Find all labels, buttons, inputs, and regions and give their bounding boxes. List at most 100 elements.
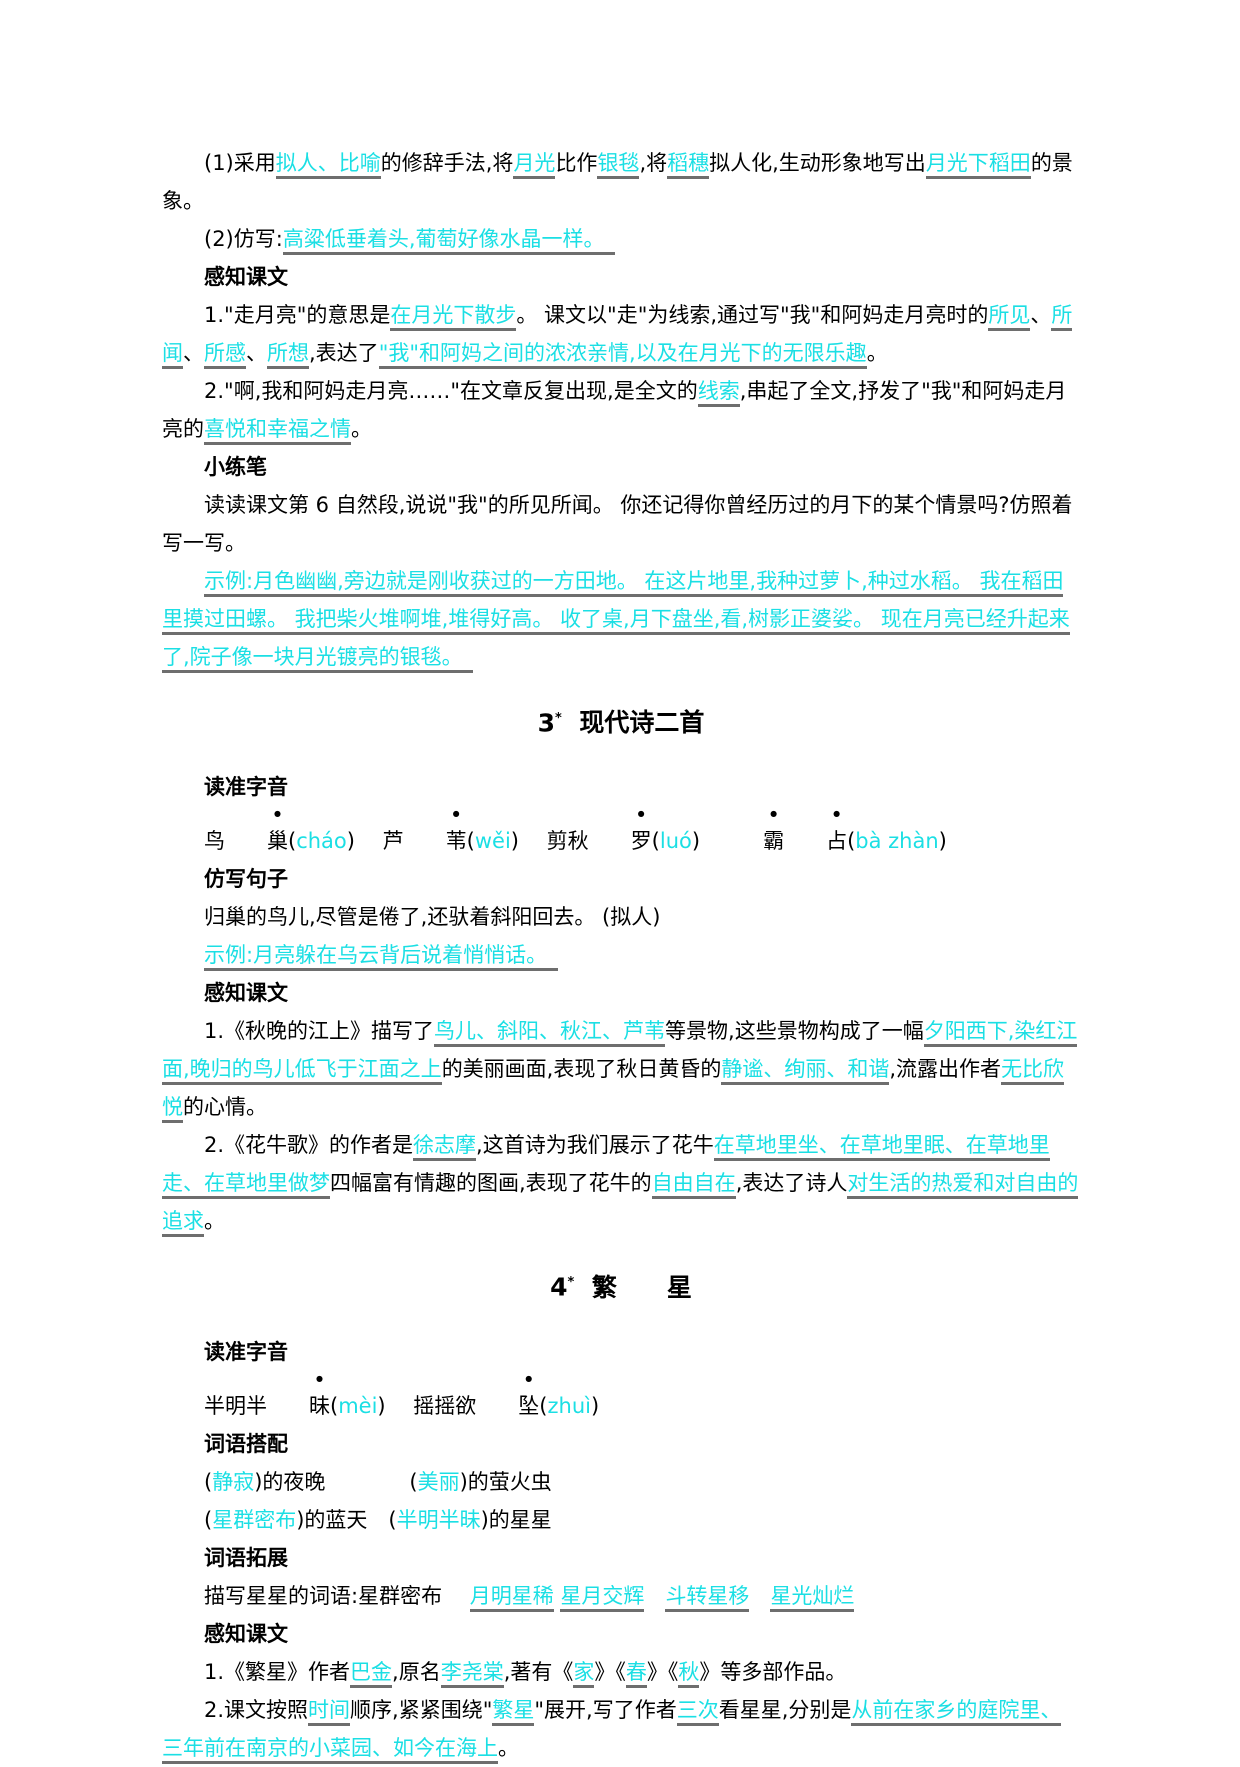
body-text: 半明半 [204,1393,267,1418]
body-text: ( [539,1393,548,1418]
body-text: ,串起了全文,抒发了"我"和阿妈走月亮的 [162,379,1067,441]
body-text: ,表达了 [309,341,379,365]
dotted-word: 霸占 [721,829,847,853]
answer-blank: 鸟儿、斜阳、秋江、芦苇 [434,1019,666,1048]
body-text: ) 芦 [346,829,404,854]
answer-blank: 高粱低垂着头,葡萄好像水晶一样。 [282,227,616,255]
section-heading: 读准字音 [204,775,288,800]
body-text: ( [847,829,856,854]
lesson-number: 3 [537,708,556,738]
body-text: ,将 [639,151,668,175]
body-text: 。 [351,417,372,441]
section-heading: 感知课文 [204,265,288,289]
answer-blank: 时间 [308,1697,351,1726]
document-body: (1)采用拟人、比喻的修辞手法,将月光比作银毯,将稻穗拟人化,生动形象地写出月光… [162,144,1080,1767]
answer-blank: 线索 [697,379,740,407]
body-text: ) [938,829,947,854]
lesson-title: 4*繁 星 [162,1262,1080,1308]
body-text: 比作 [555,151,598,175]
paragraph: 2.《花牛歌》的作者是徐志摩,这首诗为我们展示了花牛在草地里坐、在草地里眠、在草… [162,1126,1080,1240]
answer-blank: 静谧、绚丽、和谐 [721,1057,890,1086]
body-text: ,这首诗为我们展示了花牛 [476,1133,714,1158]
answer-blank: 星光灿烂 [770,1583,855,1612]
body-text: 顺序,紧紧围绕" [350,1697,493,1722]
answer-text: 星群密布 [212,1507,297,1532]
answer-blank: 月光 [513,151,556,179]
answer-blank: 所闻 [162,303,1073,369]
answer-text: wěi [474,829,511,854]
answer-text: 美丽 [417,1469,460,1494]
document-page: (1)采用拟人、比喻的修辞手法,将月光比作银毯,将稻穗拟人化,生动形象地写出月光… [162,144,1080,1767]
body-text: 的景象。 [162,151,1073,213]
lesson-title-text: 繁 星 [591,1272,692,1302]
answer-text: cháo [296,829,347,854]
lesson-number: 4 [550,1272,568,1302]
paragraph: 半明半昧(mèi) 摇摇欲坠(zhuì) [162,1371,1080,1425]
body-text: 描写星星的词语:星群密布 [204,1583,470,1608]
body-text: 拟人化,生动形象地写出 [709,151,926,175]
body-text: ,著有《 [503,1659,574,1684]
body-text: ( [204,1469,213,1494]
body-text: )的萤火虫 [459,1469,552,1494]
paragraph: 1."走月亮"的意思是在月光下散步。 课文以"走"为线索,通过写"我"和阿妈走月… [162,296,1080,372]
body-text: 等景物,这些景物构成了一幅 [665,1019,924,1044]
answer-blank: 春 [625,1659,647,1688]
dotted-char: 占 [784,822,847,860]
dotted-word: 苇 [404,829,467,853]
answer-blank: 繁星 [492,1697,535,1726]
answer-blank: 徐志摩 [413,1133,477,1162]
body-text: 、 [246,341,267,365]
body-text: ,表达了诗人 [735,1171,848,1196]
paragraph: 示例:月色幽幽,旁边就是刚收获过的一方田地。 在这片地里,我种过萝卜,种过水稻。… [162,562,1080,676]
lesson-title-text: 现代诗二首 [579,708,705,738]
body-text: "展开,写了作者 [534,1697,677,1722]
answer-text: bà zhàn [855,829,939,854]
body-text: ,流露出作者 [889,1057,1002,1082]
answer-blank: 在月光下散步 [390,303,517,331]
answer-blank: 在草地里坐、在草地里眠、在草地里走、在草地里做梦 [162,1133,1050,1200]
body-text: ( [204,1507,213,1532]
body-text: 的修辞手法,将 [380,151,514,175]
answer-blank: 示例:月色幽幽,旁边就是刚收获过的一方田地。 在这片地里,我种过萝卜,种过水稻。… [162,569,1070,673]
body-text: ) 剪秋 [510,829,589,854]
body-text: 四幅富有情趣的图画,表现了花牛的 [330,1171,652,1196]
answer-blank: 斗转星移 [665,1583,750,1612]
answer-blank: 拟人、比喻 [275,151,381,179]
dotted-char: 苇 [404,822,467,860]
section-heading: 感知课文 [204,981,288,1006]
answer-blank: 示例:月亮躲在乌云背后说着悄悄话。 [204,943,558,972]
answer-blank: 秋 [678,1659,700,1688]
paragraph: 1.《秋晚的江上》描写了鸟儿、斜阳、秋江、芦苇等景物,这些景物构成了一幅夕阳西下… [162,1012,1080,1126]
body-text: 。 [498,1735,519,1760]
body-text: 的美丽画面,表现了秋日黄昏的 [441,1057,722,1082]
body-text: 归巢的鸟儿,尽管是倦了,还驮着斜阳回去。 (拟人) [204,905,661,930]
answer-blank: 夕阳西下,染红江面,晚归的鸟儿低飞于江面之上 [162,1019,1078,1086]
body-text: 读读课文第 6 自然段,说说"我"的所见所闻。 你还记得你曾经历过的月下的某个情… [162,493,1073,555]
answer-blank: 家 [573,1659,595,1688]
paragraph: (2)仿写:高粱低垂着头,葡萄好像水晶一样。 [162,220,1080,258]
paragraph: 鸟巢(cháo) 芦苇(wěi) 剪秋罗(luó) 霸占(bà zhàn) [162,806,1080,860]
answer-blank: 所感 [204,341,246,369]
section-heading: 小练笔 [204,455,267,479]
body-text: 1."走月亮"的意思是 [204,303,391,327]
body-text: 。 课文以"走"为线索,通过写"我"和阿妈走月亮时的 [516,303,989,327]
body-text: 1.《秋晚的江上》描写了 [204,1019,435,1044]
body-text: ) [691,829,722,854]
answer-blank: 稻穗 [667,151,710,179]
body-text: 1.《繁星》作者 [204,1659,351,1684]
answer-blank: 对生活的热爱和对自由的追求 [162,1171,1079,1238]
answer-text: 半明半昧 [396,1507,481,1532]
body-text: ,原名 [392,1659,441,1684]
body-text: ( [651,829,660,854]
paragraph: (1)采用拟人、比喻的修辞手法,将月光比作银毯,将稻穗拟人化,生动形象地写出月光… [162,144,1080,220]
answer-blank: 所想 [267,341,309,369]
body-text: ( [330,1393,339,1418]
body-text: 看星星,分别是 [718,1697,852,1722]
section-heading: 仿写句子 [204,867,288,892]
answer-blank: 巴金 [350,1659,393,1688]
paragraph: 示例:月亮躲在乌云背后说着悄悄话。 [162,936,1080,974]
answer-blank: 李尧棠 [440,1659,504,1688]
body-text: 》等多部作品。 [699,1659,847,1684]
answer-text: mèi [338,1393,378,1418]
body-text: 。 [866,341,888,365]
